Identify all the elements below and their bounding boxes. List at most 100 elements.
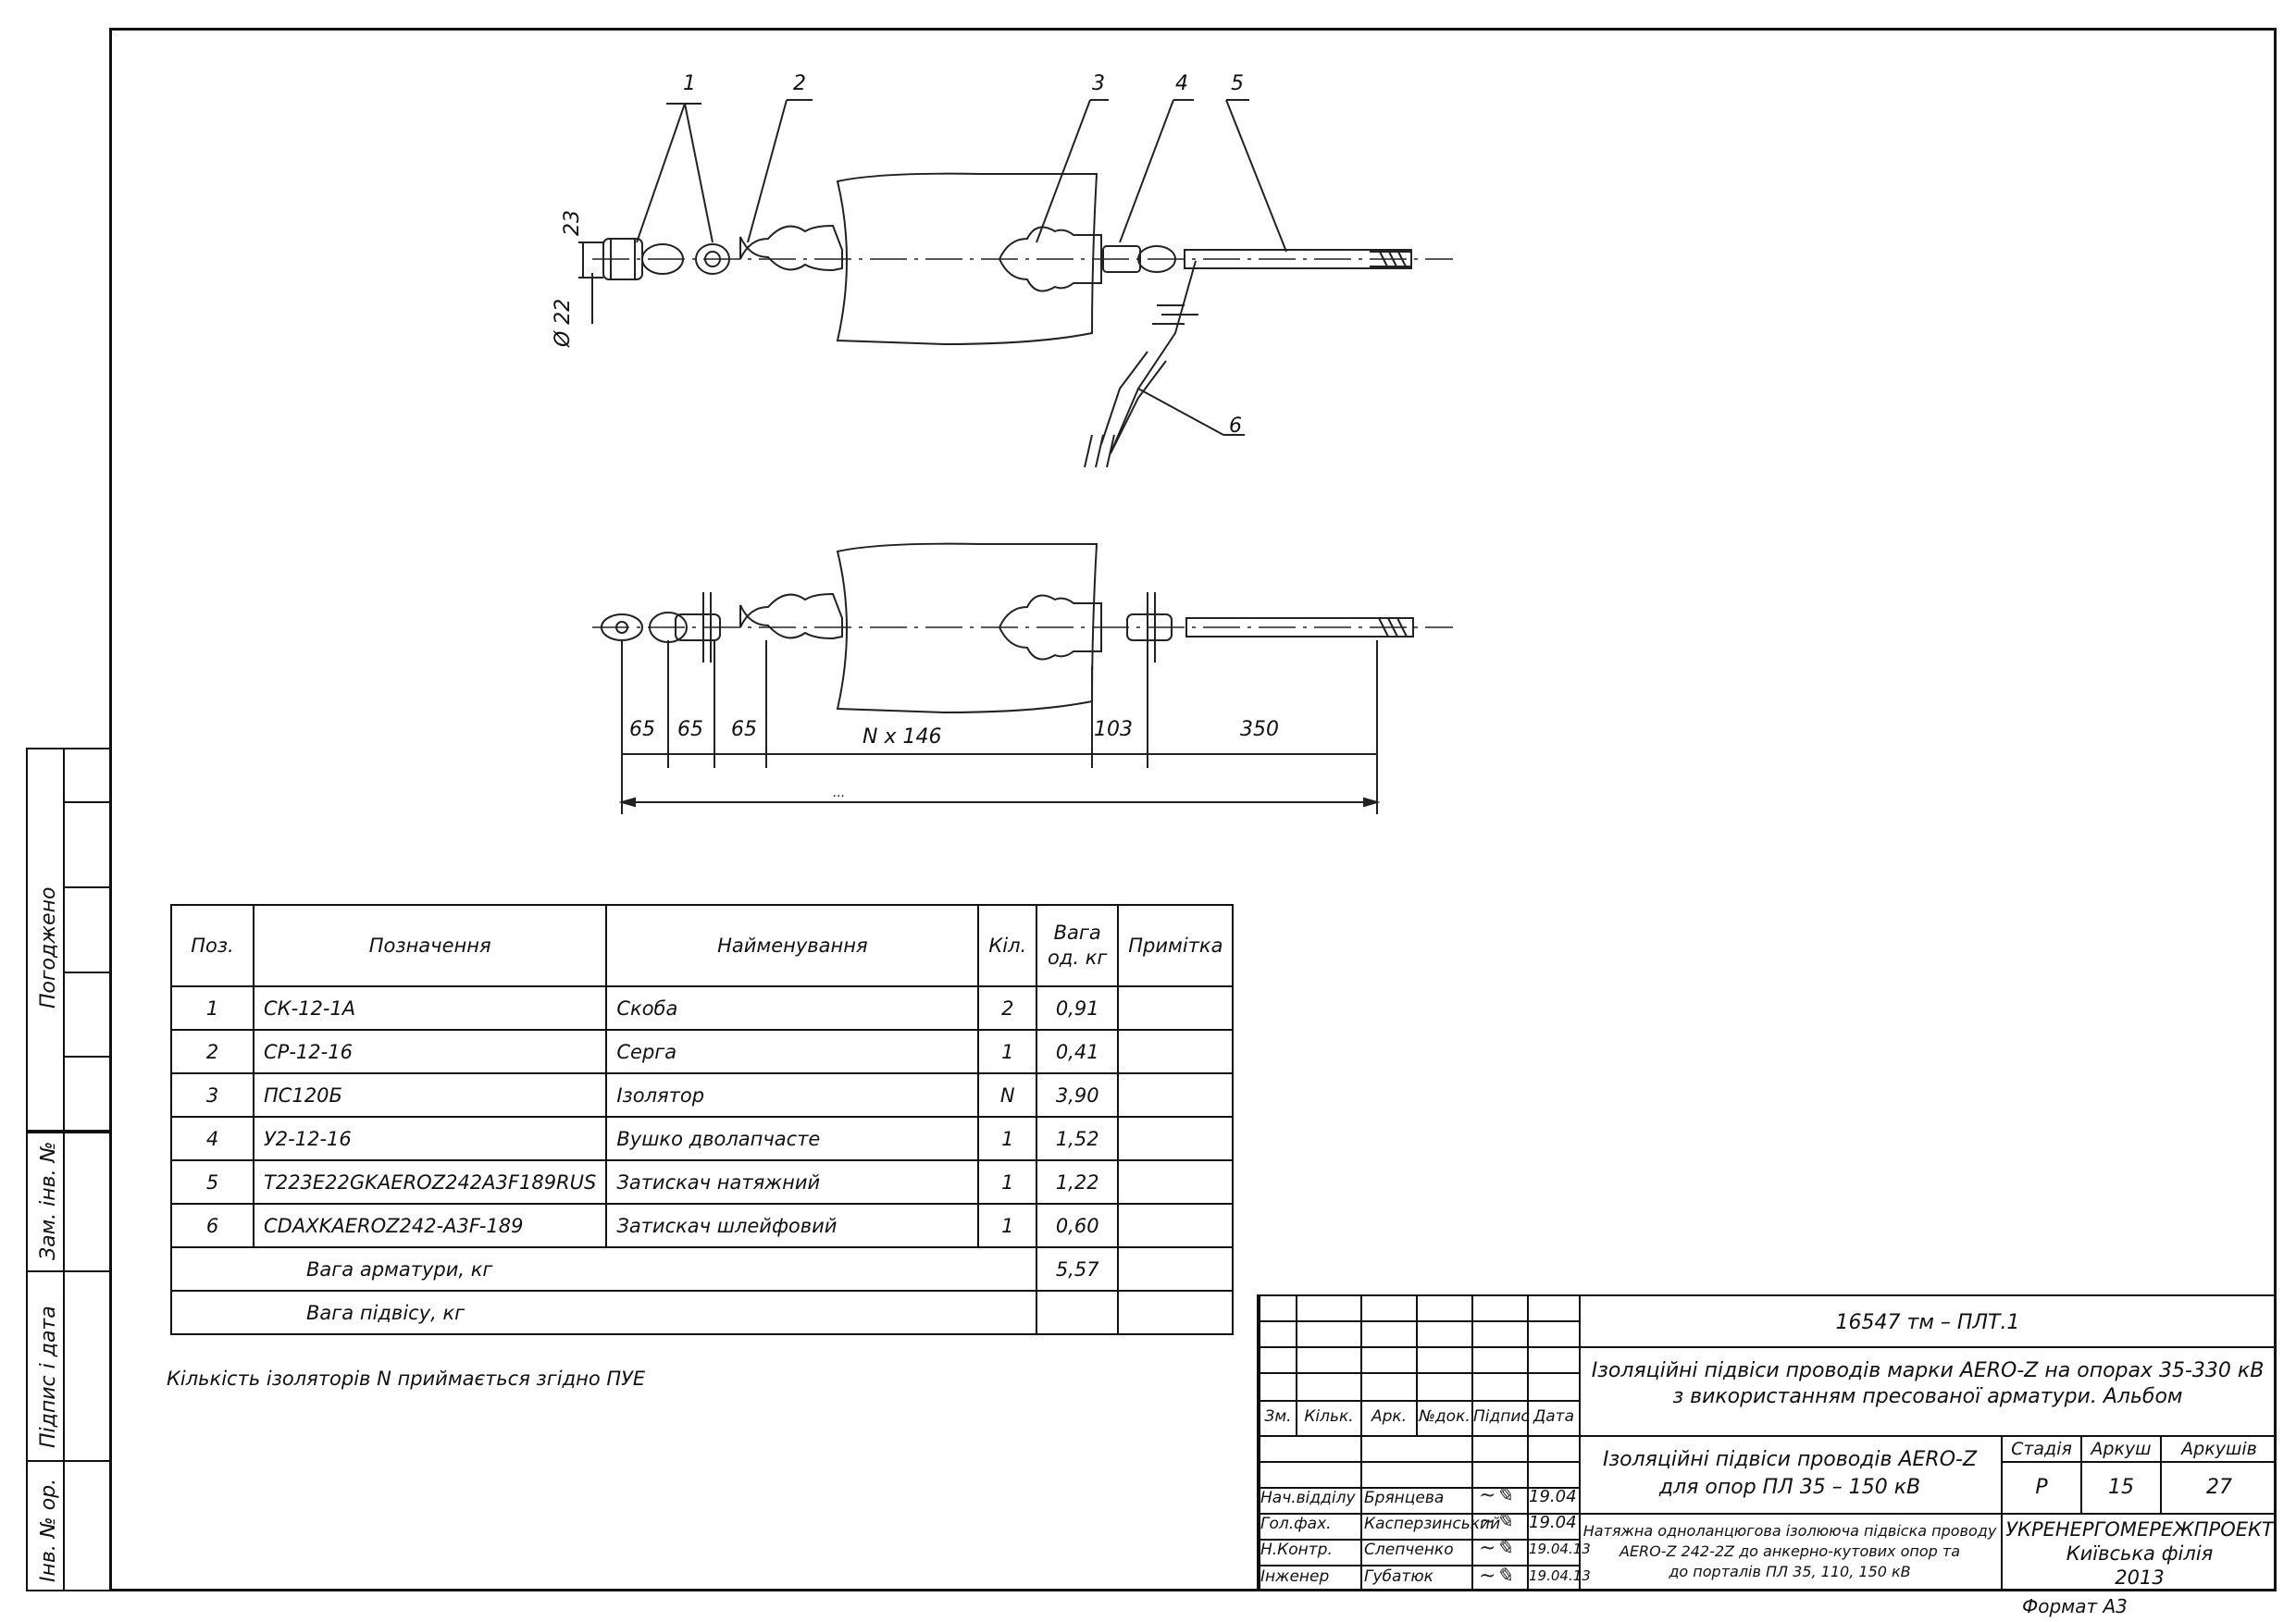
header-weight: Вага од. кг xyxy=(1036,904,1120,987)
project-line-1: Ізоляційні підвіси проводів марки AERO-Z… xyxy=(1591,1359,2265,1382)
row-pos: 3 xyxy=(170,1072,254,1118)
doc-code: 16547 тм – ПЛТ.1 xyxy=(1835,1311,2020,1334)
role-chief-spec: Гол.фах. xyxy=(1260,1515,1332,1533)
row-pos: 2 xyxy=(170,1029,254,1074)
sheet-label: Аркуш xyxy=(2091,1439,2152,1459)
agreed-box xyxy=(26,748,111,1132)
header-name: Найменування xyxy=(605,904,980,987)
role-engineer: Інженер xyxy=(1260,1567,1330,1586)
row-qty: 1 xyxy=(977,1116,1038,1161)
callout-4: 4 xyxy=(1175,72,1188,95)
row-designation: СК-12-1А xyxy=(252,985,608,1031)
org-line-3: 2013 xyxy=(2115,1566,2165,1589)
row-pos: 4 xyxy=(170,1116,254,1161)
table-row: 3 ПС120Б Ізолятор N 3,90 xyxy=(170,1072,1235,1118)
row-weight: 0,41 xyxy=(1036,1029,1120,1074)
role-norm-control: Н.Контр. xyxy=(1260,1541,1333,1559)
row-designation: T223E22GKAEROZ242A3F189RUS xyxy=(252,1159,608,1205)
agreed-label: Погоджено xyxy=(37,886,60,1009)
dim-n-x-146: N x 146 xyxy=(863,725,942,749)
row-name: Затискач шлейфовий xyxy=(605,1203,980,1248)
callout-5: 5 xyxy=(1231,72,1244,95)
row-weight: 1,22 xyxy=(1036,1159,1120,1205)
row-note xyxy=(1117,1203,1235,1248)
row-note xyxy=(1117,1159,1235,1205)
fittings-weight-note xyxy=(1117,1246,1235,1292)
replaced-inv-label: Зам. інв. № xyxy=(37,1141,60,1261)
sign-date-label: Підпис і дата xyxy=(37,1306,60,1448)
signature-2: ~✎ xyxy=(1479,1510,1513,1533)
suspension-weight-value xyxy=(1036,1290,1120,1335)
col-sheet: Арк. xyxy=(1371,1407,1408,1426)
header-qty: Кіл. xyxy=(977,904,1038,987)
dim-65-c: 65 xyxy=(731,718,757,741)
drawing-name-line-2: AERO-Z 242-2Z до анкерно-кутових опор та xyxy=(1619,1542,1961,1560)
table-row: 6 CDAXKAEROZ242-A3F-189 Затискач шлейфов… xyxy=(170,1203,1235,1248)
row-name: Ізолятор xyxy=(605,1072,980,1118)
stage-label: Стадія xyxy=(2011,1439,2072,1459)
orig-inv-label: Інв. № ор. xyxy=(37,1478,60,1582)
name-chief-spec: Касперзинський xyxy=(1364,1515,1501,1533)
row-pos: 6 xyxy=(170,1203,254,1248)
callout-1: 1 xyxy=(683,72,696,95)
title-block: 16547 тм – ПЛТ.1 Ізоляційні підвіси пров… xyxy=(1257,1294,2277,1591)
date-engineer: 19.04.13 xyxy=(1529,1567,1591,1584)
suspension-weight-note xyxy=(1117,1290,1235,1335)
sheets-label: Аркушів xyxy=(2181,1439,2257,1459)
row-designation: ПС120Б xyxy=(252,1072,608,1118)
insulator-cap-top xyxy=(739,224,843,272)
org-line-1: УКРЕНЕРГОМЕРЕЖПРОЕКТ xyxy=(2005,1518,2274,1541)
stage-value: Р xyxy=(2035,1476,2048,1499)
name-norm-control: Слепченко xyxy=(1364,1541,1454,1559)
signature-4: ~✎ xyxy=(1479,1565,1513,1588)
inventory-box xyxy=(26,1132,111,1591)
col-doc-no: №док. xyxy=(1419,1407,1471,1426)
project-line-2: з використанням пресованої арматури. Аль… xyxy=(1672,1385,2183,1408)
col-qty: Кільк. xyxy=(1304,1407,1354,1426)
row-note xyxy=(1117,1072,1235,1118)
dim-total: ... xyxy=(833,786,846,800)
row-designation: У2-12-16 xyxy=(252,1116,608,1161)
row-weight: 1,52 xyxy=(1036,1116,1120,1161)
row-note xyxy=(1117,1029,1235,1074)
specification-table: Поз. Позначення Найменування Кіл. Вага о… xyxy=(169,904,1235,1335)
row-name: Затискач натяжний xyxy=(605,1159,980,1205)
signature-1: ~✎ xyxy=(1479,1484,1513,1507)
eye-link-top xyxy=(1102,245,1141,273)
suspension-weight-label: Вага підвісу, кг xyxy=(169,1290,1038,1335)
col-date: Дата xyxy=(1533,1407,1575,1426)
insulator-disc-top xyxy=(836,172,1098,346)
callout-2: 2 xyxy=(793,72,806,95)
header-pos: Поз. xyxy=(170,904,254,987)
row-designation: CDAXKAEROZ242-A3F-189 xyxy=(252,1203,608,1248)
row-note xyxy=(1117,1116,1235,1161)
sheets-value: 27 xyxy=(2206,1476,2232,1499)
jumper-clamp xyxy=(1110,260,1197,454)
insulator-disc-bottom xyxy=(836,542,1098,714)
row-weight: 0,60 xyxy=(1036,1203,1120,1248)
col-change: Зм. xyxy=(1264,1407,1292,1426)
header-designation: Позначення xyxy=(252,904,608,987)
dim-350: 350 xyxy=(1240,718,1279,741)
dim-23: 23 xyxy=(561,210,584,236)
dim-diameter-22: Ø 22 xyxy=(552,298,575,347)
suspension-weight-row: Вага підвісу, кг xyxy=(169,1290,1235,1335)
name-head: Брянцева xyxy=(1364,1489,1445,1507)
fittings-weight-row: Вага арматури, кг 5,57 xyxy=(169,1246,1235,1292)
dim-103: 103 xyxy=(1094,718,1133,741)
row-weight: 3,90 xyxy=(1036,1072,1120,1118)
row-name: Вушко дволапчасте xyxy=(605,1116,980,1161)
row-qty: 1 xyxy=(977,1159,1038,1205)
sheet-title-line-1: Ізоляційні підвіси проводів AERO-Z xyxy=(1602,1448,1978,1471)
table-row: 5 T223E22GKAEROZ242A3F189RUS Затискач на… xyxy=(170,1159,1235,1205)
table-row: 1 СК-12-1А Скоба 2 0,91 xyxy=(170,985,1235,1031)
sheet-title-line-2: для опор ПЛ 35 – 150 кВ xyxy=(1658,1476,1921,1499)
dim-65-a: 65 xyxy=(629,718,655,741)
callout-3: 3 xyxy=(1092,72,1105,95)
date-chief-spec: 19.04 xyxy=(1529,1513,1577,1532)
format-label: Формат А3 xyxy=(2022,1595,2128,1617)
org-line-2: Київська філія xyxy=(2066,1542,2214,1565)
insulator-cap-bottom xyxy=(739,592,843,640)
row-qty: 2 xyxy=(977,985,1038,1031)
